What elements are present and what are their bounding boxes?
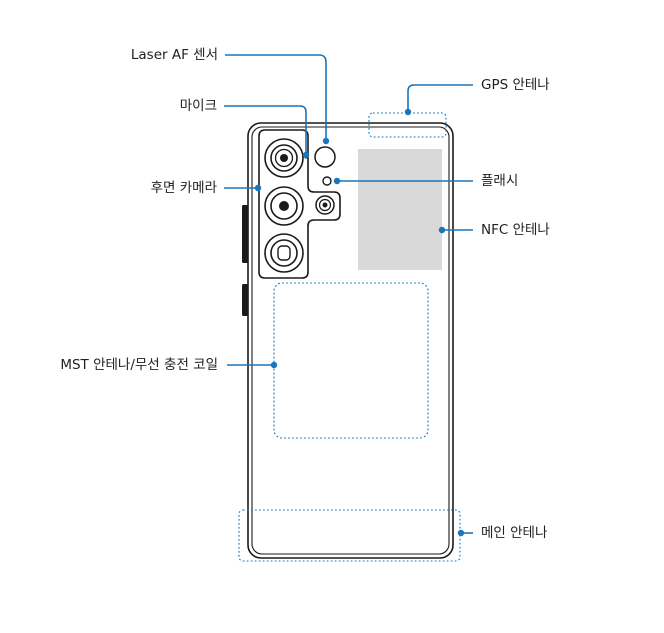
camera-lens-icon	[264, 138, 304, 178]
camera-lens-icon	[264, 233, 304, 273]
camera-module	[258, 129, 341, 279]
leader-lines	[224, 54, 473, 537]
label-microphone: 마이크	[180, 98, 217, 114]
phone-outline	[247, 122, 454, 559]
label-mst-coil: MST 안테나/무선 충전 코일	[60, 357, 218, 373]
laser-af-sensor-icon	[314, 146, 336, 168]
rear-camera-group	[264, 138, 335, 273]
gps-antenna-region	[368, 112, 447, 138]
label-nfc-antenna: NFC 안테나	[481, 222, 550, 238]
label-gps-antenna: GPS 안테나	[481, 77, 550, 93]
phone-body	[242, 122, 454, 559]
label-main-antenna: 메인 안테나	[481, 525, 547, 541]
label-flash: 플래시	[481, 173, 518, 189]
nfc-antenna-region	[358, 149, 442, 270]
mst-coil-region	[273, 282, 429, 439]
volume-key	[242, 205, 248, 263]
side-key	[242, 284, 248, 316]
label-rear-camera: 후면 카메라	[151, 180, 218, 196]
camera-lens-icon	[315, 195, 335, 215]
camera-lens-icon	[264, 186, 304, 226]
label-laser-af: Laser AF 센서	[131, 47, 218, 63]
main-antenna-region	[238, 509, 461, 562]
flash-icon	[322, 176, 332, 186]
phone-inner-outline	[251, 126, 450, 555]
